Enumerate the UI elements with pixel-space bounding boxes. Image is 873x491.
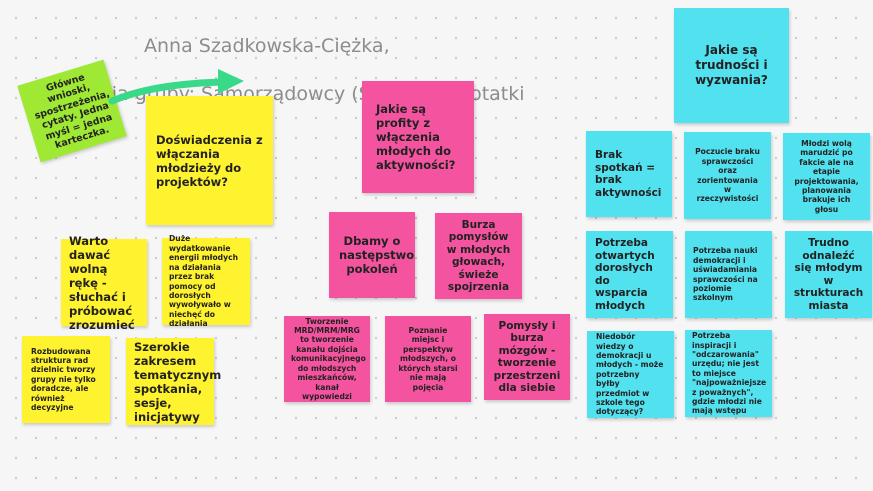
free-hand-text: Warto dawać wolną rękę - słuchać i próbo… xyxy=(69,233,135,332)
next-generations-text: Dbamy o następstwo pokoleń xyxy=(339,234,415,276)
meetings-text: Szerokie zakresem tematycznym spotkania,… xyxy=(134,339,222,424)
big-costs-text: Duże wydatkowanie energii młodych na dzi… xyxy=(169,234,238,329)
perspective-text: Poznanie miejsc i perspektyw młodszych, … xyxy=(398,326,458,392)
no-meetings-text: Brak spotkań = brak aktywności xyxy=(595,149,662,199)
knowledge-note[interactable]: Niedobór wiedzy o demokracji u młodych -… xyxy=(587,331,674,418)
board-title-line1: Anna Szadkowska-Ciężka, xyxy=(144,35,390,57)
democracy-note[interactable]: Potrzeba nauki demokracji i uświadamiani… xyxy=(685,231,772,318)
ideas-text: Pomysły i burza mózgów - tworzenie przes… xyxy=(493,319,561,395)
next-generations-note[interactable]: Dbamy o następstwo pokoleń xyxy=(329,212,415,298)
hard-to-find-note[interactable]: Trudno odnaleźć się młodym w strukturach… xyxy=(785,231,872,318)
question-difficulties-note[interactable]: Jakie są trudności i wyzwania? xyxy=(674,8,789,123)
structure-text: Rozbudowana struktura rad dzielnic tworz… xyxy=(31,346,96,413)
open-adults-note[interactable]: Potrzeba otwartych dorosłych do wsparcia… xyxy=(586,231,673,318)
knowledge-text: Niedobór wiedzy o demokracji u młodych -… xyxy=(596,332,664,417)
big-costs-note[interactable]: Duże wydatkowanie energii młodych na dzi… xyxy=(162,234,250,328)
question-experiences-note[interactable]: Doświadczenia z włączania młodzieży do p… xyxy=(146,96,273,225)
free-hand-note[interactable]: Warto dawać wolną rękę - słuchać i próbo… xyxy=(61,234,147,332)
question-experiences-text: Doświadczenia z włączania młodzieży do p… xyxy=(156,132,263,189)
hard-to-find-text: Trudno odnaleźć się młodym w strukturach… xyxy=(793,237,864,312)
perspective-note[interactable]: Poznanie miejsc i perspektyw młodszych, … xyxy=(385,316,471,402)
ideas-note[interactable]: Pomysły i burza mózgów - tworzenie przes… xyxy=(484,314,570,400)
brainstorm-text: Burza pomysłów w młodych głowach, świeże… xyxy=(446,218,511,294)
question-profits-note[interactable]: Jakie są profity z włączenia młodych do … xyxy=(362,81,474,193)
question-difficulties-text: Jakie są trudności i wyzwania? xyxy=(695,43,768,87)
no-meetings-note[interactable]: Brak spotkań = brak aktywności xyxy=(586,131,672,217)
young-complain-text: Młodzi wolą marudzić po fakcie ale na et… xyxy=(794,138,859,214)
inspiration-text: Potrzeba inspiracji i "odczarowania" urz… xyxy=(692,331,767,416)
unprepared-text: Poczucie braku sprawczości oraz zoriento… xyxy=(695,147,760,204)
arrow-icon xyxy=(108,69,244,105)
mrd-note[interactable]: Tworzenie MRD/MRM/MRG to tworzenie kanał… xyxy=(284,316,370,402)
inspiration-note[interactable]: Potrzeba inspiracji i "odczarowania" urz… xyxy=(685,330,772,417)
structure-note[interactable]: Rozbudowana struktura rad dzielnic tworz… xyxy=(22,336,110,423)
mrd-text: Tworzenie MRD/MRM/MRG to tworzenie kanał… xyxy=(291,316,366,401)
brainstorm-note[interactable]: Burza pomysłów w młodych głowach, świeże… xyxy=(435,213,522,299)
meetings-note[interactable]: Szerokie zakresem tematycznym spotkania,… xyxy=(126,338,221,425)
unprepared-note[interactable]: Poczucie braku sprawczości oraz zoriento… xyxy=(684,132,771,219)
open-adults-text: Potrzeba otwartych dorosłych do wsparcia… xyxy=(595,237,655,312)
democracy-text: Potrzeba nauki demokracji i uświadamiani… xyxy=(693,246,758,303)
question-profits-text: Jakie są profity z włączenia młodych do … xyxy=(376,102,456,172)
young-complain-note[interactable]: Młodzi wolą marudzić po fakcie ale na et… xyxy=(783,133,870,220)
